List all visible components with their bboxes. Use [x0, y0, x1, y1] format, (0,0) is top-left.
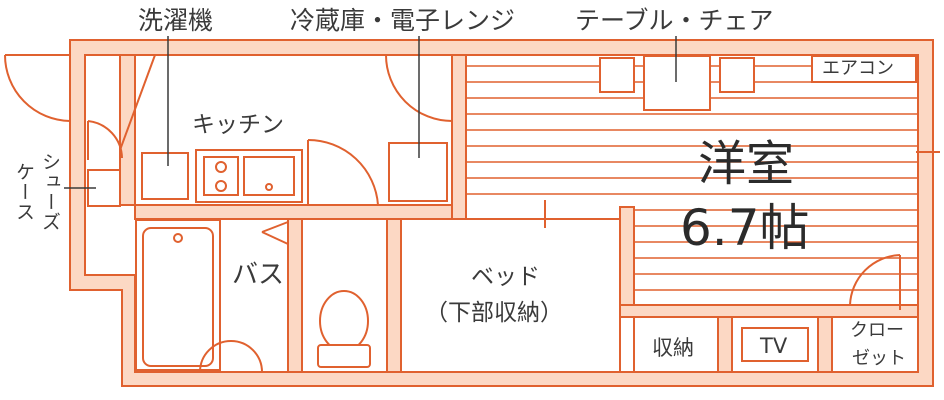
- shoe-case-label-col2: ケース: [13, 162, 35, 222]
- shoe-case: [87, 169, 121, 207]
- closet-label-line1: クロー: [850, 320, 904, 341]
- storage-box: [633, 316, 719, 373]
- western-room-name: 洋室: [698, 136, 795, 192]
- bed-storage-label: （下部収納）: [425, 300, 563, 326]
- fridge: [388, 142, 448, 202]
- toilet-tank: [317, 344, 371, 368]
- tv-inner: [741, 327, 809, 362]
- storage-div-2: [817, 316, 833, 373]
- closet-box: [831, 316, 919, 373]
- bed-label: ベッド: [471, 264, 540, 290]
- outer-wall: [69, 39, 934, 387]
- toilet-right-wall: [386, 218, 402, 373]
- dining-table: [643, 55, 711, 111]
- storage-top-wall: [619, 304, 919, 318]
- bath-right-wall: [287, 218, 303, 373]
- chair-left: [599, 57, 635, 93]
- kitchen-label: キッチン: [192, 112, 284, 138]
- stove: [203, 156, 239, 196]
- bath-label: バス: [232, 260, 285, 290]
- kitchen-lower-wall: [134, 204, 466, 220]
- storage-label: 収納: [652, 336, 694, 360]
- aircon-unit: [811, 55, 917, 83]
- bed-right-wall: [619, 206, 635, 306]
- western-room-size: 6.7帖: [680, 199, 810, 257]
- washer: [141, 152, 189, 200]
- shoe-case-label-col1: シューズ: [39, 152, 61, 232]
- fridge-range-callout: 冷蔵庫・電子レンジ: [290, 6, 516, 35]
- bed: [400, 218, 621, 373]
- tv-label: TV: [760, 334, 788, 358]
- sink: [243, 156, 295, 196]
- table-chair-callout: テーブル・チェア: [575, 6, 774, 35]
- aircon-label: エアコン: [822, 58, 894, 79]
- kitchen-right-wall: [451, 54, 467, 220]
- storage-div-1: [717, 316, 733, 373]
- toilet-bowl: [319, 290, 369, 352]
- bathtub-inner: [142, 227, 214, 367]
- closet-label-line2: ゼット: [852, 348, 906, 369]
- washer-callout: 洗濯機: [138, 6, 214, 35]
- chair-right: [719, 57, 755, 93]
